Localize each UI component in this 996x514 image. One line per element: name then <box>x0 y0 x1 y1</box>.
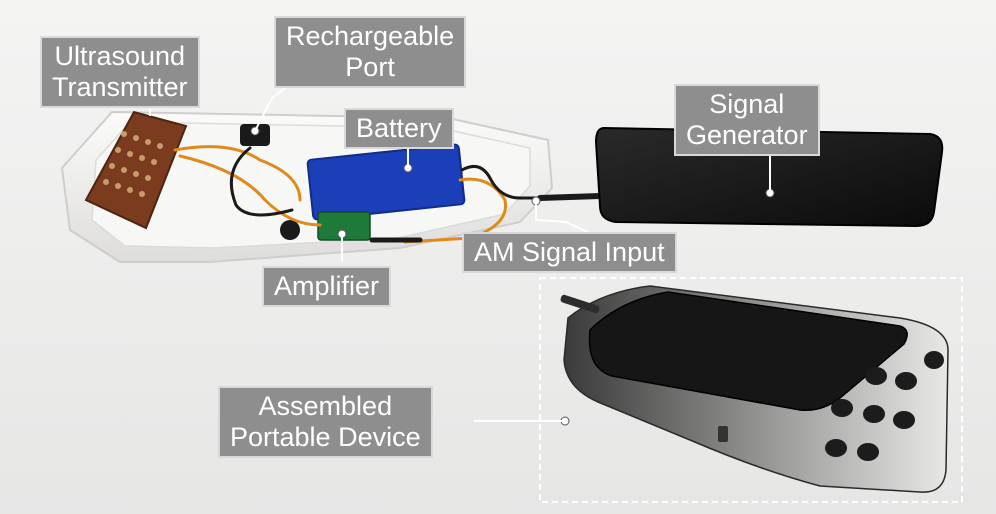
leader-lines <box>149 67 771 422</box>
assembled-device-line-2: Portable Device <box>230 422 421 452</box>
assembled-device-line-1: Assembled <box>258 391 393 421</box>
wires <box>173 145 603 244</box>
signal-generator-line-2: Generator <box>686 120 808 150</box>
signal-generator-label: Signal Generator <box>674 84 820 156</box>
battery-label-text: Battery <box>356 113 442 143</box>
ultrasound-transmitter-label: Ultrasound Transmitter <box>40 36 200 108</box>
battery-label: Battery <box>344 108 454 149</box>
ultrasound-transmitter-line-1: Ultrasound <box>54 41 186 71</box>
assembled-device-frame <box>539 277 963 503</box>
am-signal-input-label: AM Signal Input <box>462 232 677 273</box>
assembled-portable-device <box>560 285 949 493</box>
am-signal-input-text: AM Signal Input <box>474 237 665 267</box>
assembled-portable-device-label: Assembled Portable Device <box>218 386 433 458</box>
battery-pack <box>306 143 466 221</box>
amplifier-label: Amplifier <box>262 266 392 307</box>
signal-generator-line-1: Signal <box>709 89 785 119</box>
ultrasound-transmitter-line-2: Transmitter <box>52 72 188 102</box>
amplifier-label-text: Amplifier <box>274 271 380 301</box>
rechargeable-port-label: Rechargeable Port <box>274 16 467 88</box>
rechargeable-port-line-1: Rechargeable <box>286 21 455 51</box>
ultrasound-transmitter-board <box>84 110 188 230</box>
amplifier-speaker <box>280 220 300 240</box>
rechargeable-port-line-2: Port <box>345 52 395 82</box>
